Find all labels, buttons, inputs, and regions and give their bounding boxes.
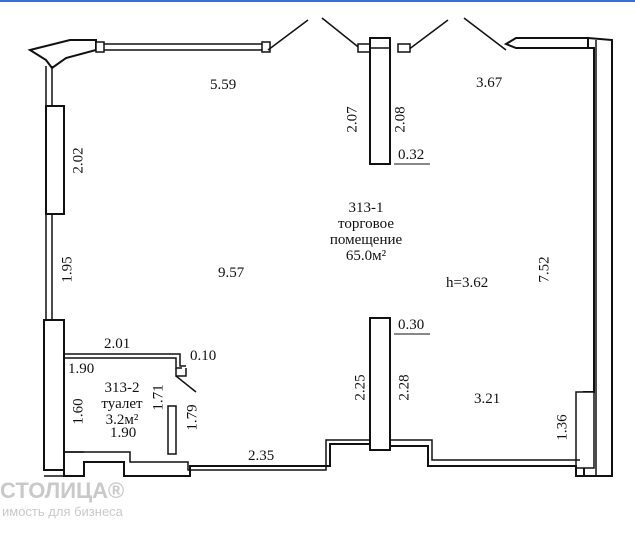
room-main-name-2: помещение <box>329 232 403 248</box>
left-pier-lower <box>43 319 65 471</box>
wall-bottom-outer <box>44 439 580 477</box>
dim-toilet-right: 1.71 <box>150 384 167 411</box>
room-main-area: 65.0м² <box>345 248 387 264</box>
dim-center-width: 9.57 <box>218 265 245 281</box>
dim-right-niche: 1.36 <box>554 414 571 441</box>
dim-bottom-mid: 2.35 <box>248 448 275 464</box>
dim-col-bottom-width: 0.30 <box>398 317 425 333</box>
dim-col-top-width: 0.32 <box>398 147 425 163</box>
toilet-door-post <box>167 405 177 455</box>
wall-bottom <box>44 443 584 477</box>
dim-left-mid: 1.95 <box>59 256 76 283</box>
room-toilet-name: туалет <box>101 396 143 412</box>
wall-top-right <box>503 37 589 49</box>
dim-col-bottom-right: 2.28 <box>396 374 413 401</box>
window-jamb-c <box>357 43 371 53</box>
door-swing-3 <box>407 19 449 51</box>
room-main-height: h=3.62 <box>446 275 489 291</box>
window-jamb-d <box>397 43 411 53</box>
watermark-brand: СТОЛИЦА® <box>0 478 125 503</box>
door-swing-4 <box>463 17 507 51</box>
dim-col-bottom-left: 2.25 <box>352 374 369 401</box>
toilet-door-frame <box>175 368 187 377</box>
corner-wall-top-left <box>27 39 97 70</box>
dim-toilet-left-upper: 1.90 <box>68 361 95 377</box>
right-niche <box>575 391 595 469</box>
dim-toilet-left: 1.60 <box>70 398 87 425</box>
dim-toilet-bottom: 1.90 <box>110 425 137 441</box>
window-jamb-b <box>261 41 271 53</box>
dim-top-left: 5.59 <box>210 77 237 93</box>
column-top <box>369 37 391 165</box>
room-main-label: 313-1 торговое помещение 65.0м² <box>316 200 416 264</box>
door-swing-2 <box>321 17 363 51</box>
dim-left-upper: 2.02 <box>70 147 87 174</box>
window-jamb-a <box>95 41 105 53</box>
toilet-wall <box>63 352 182 369</box>
door-swing-1 <box>267 19 309 51</box>
room-main-id: 313-1 <box>348 200 384 216</box>
dim-bottom-right: 3.21 <box>474 391 501 407</box>
dim-col-top-left: 2.07 <box>344 106 361 133</box>
room-main-name-1: торговое <box>338 216 394 232</box>
dim-right-wall: 7.52 <box>536 256 553 283</box>
column-bottom <box>369 317 391 451</box>
watermark-tagline: имость для бизнеса <box>2 504 123 519</box>
left-pier-upper <box>45 105 65 215</box>
dim-toilet-offset: 0.10 <box>190 348 217 364</box>
dim-toilet-door: 1.79 <box>184 404 201 431</box>
room-toilet-area: 3.2м² <box>105 412 139 428</box>
dim-toilet-top: 2.01 <box>104 336 131 352</box>
room-toilet-id: 313-2 <box>104 380 140 396</box>
room-toilet-label: 313-2 туалет 3.2м² <box>92 380 152 428</box>
dim-col-top-right: 2.08 <box>392 106 409 133</box>
dim-top-right: 3.67 <box>476 75 503 91</box>
